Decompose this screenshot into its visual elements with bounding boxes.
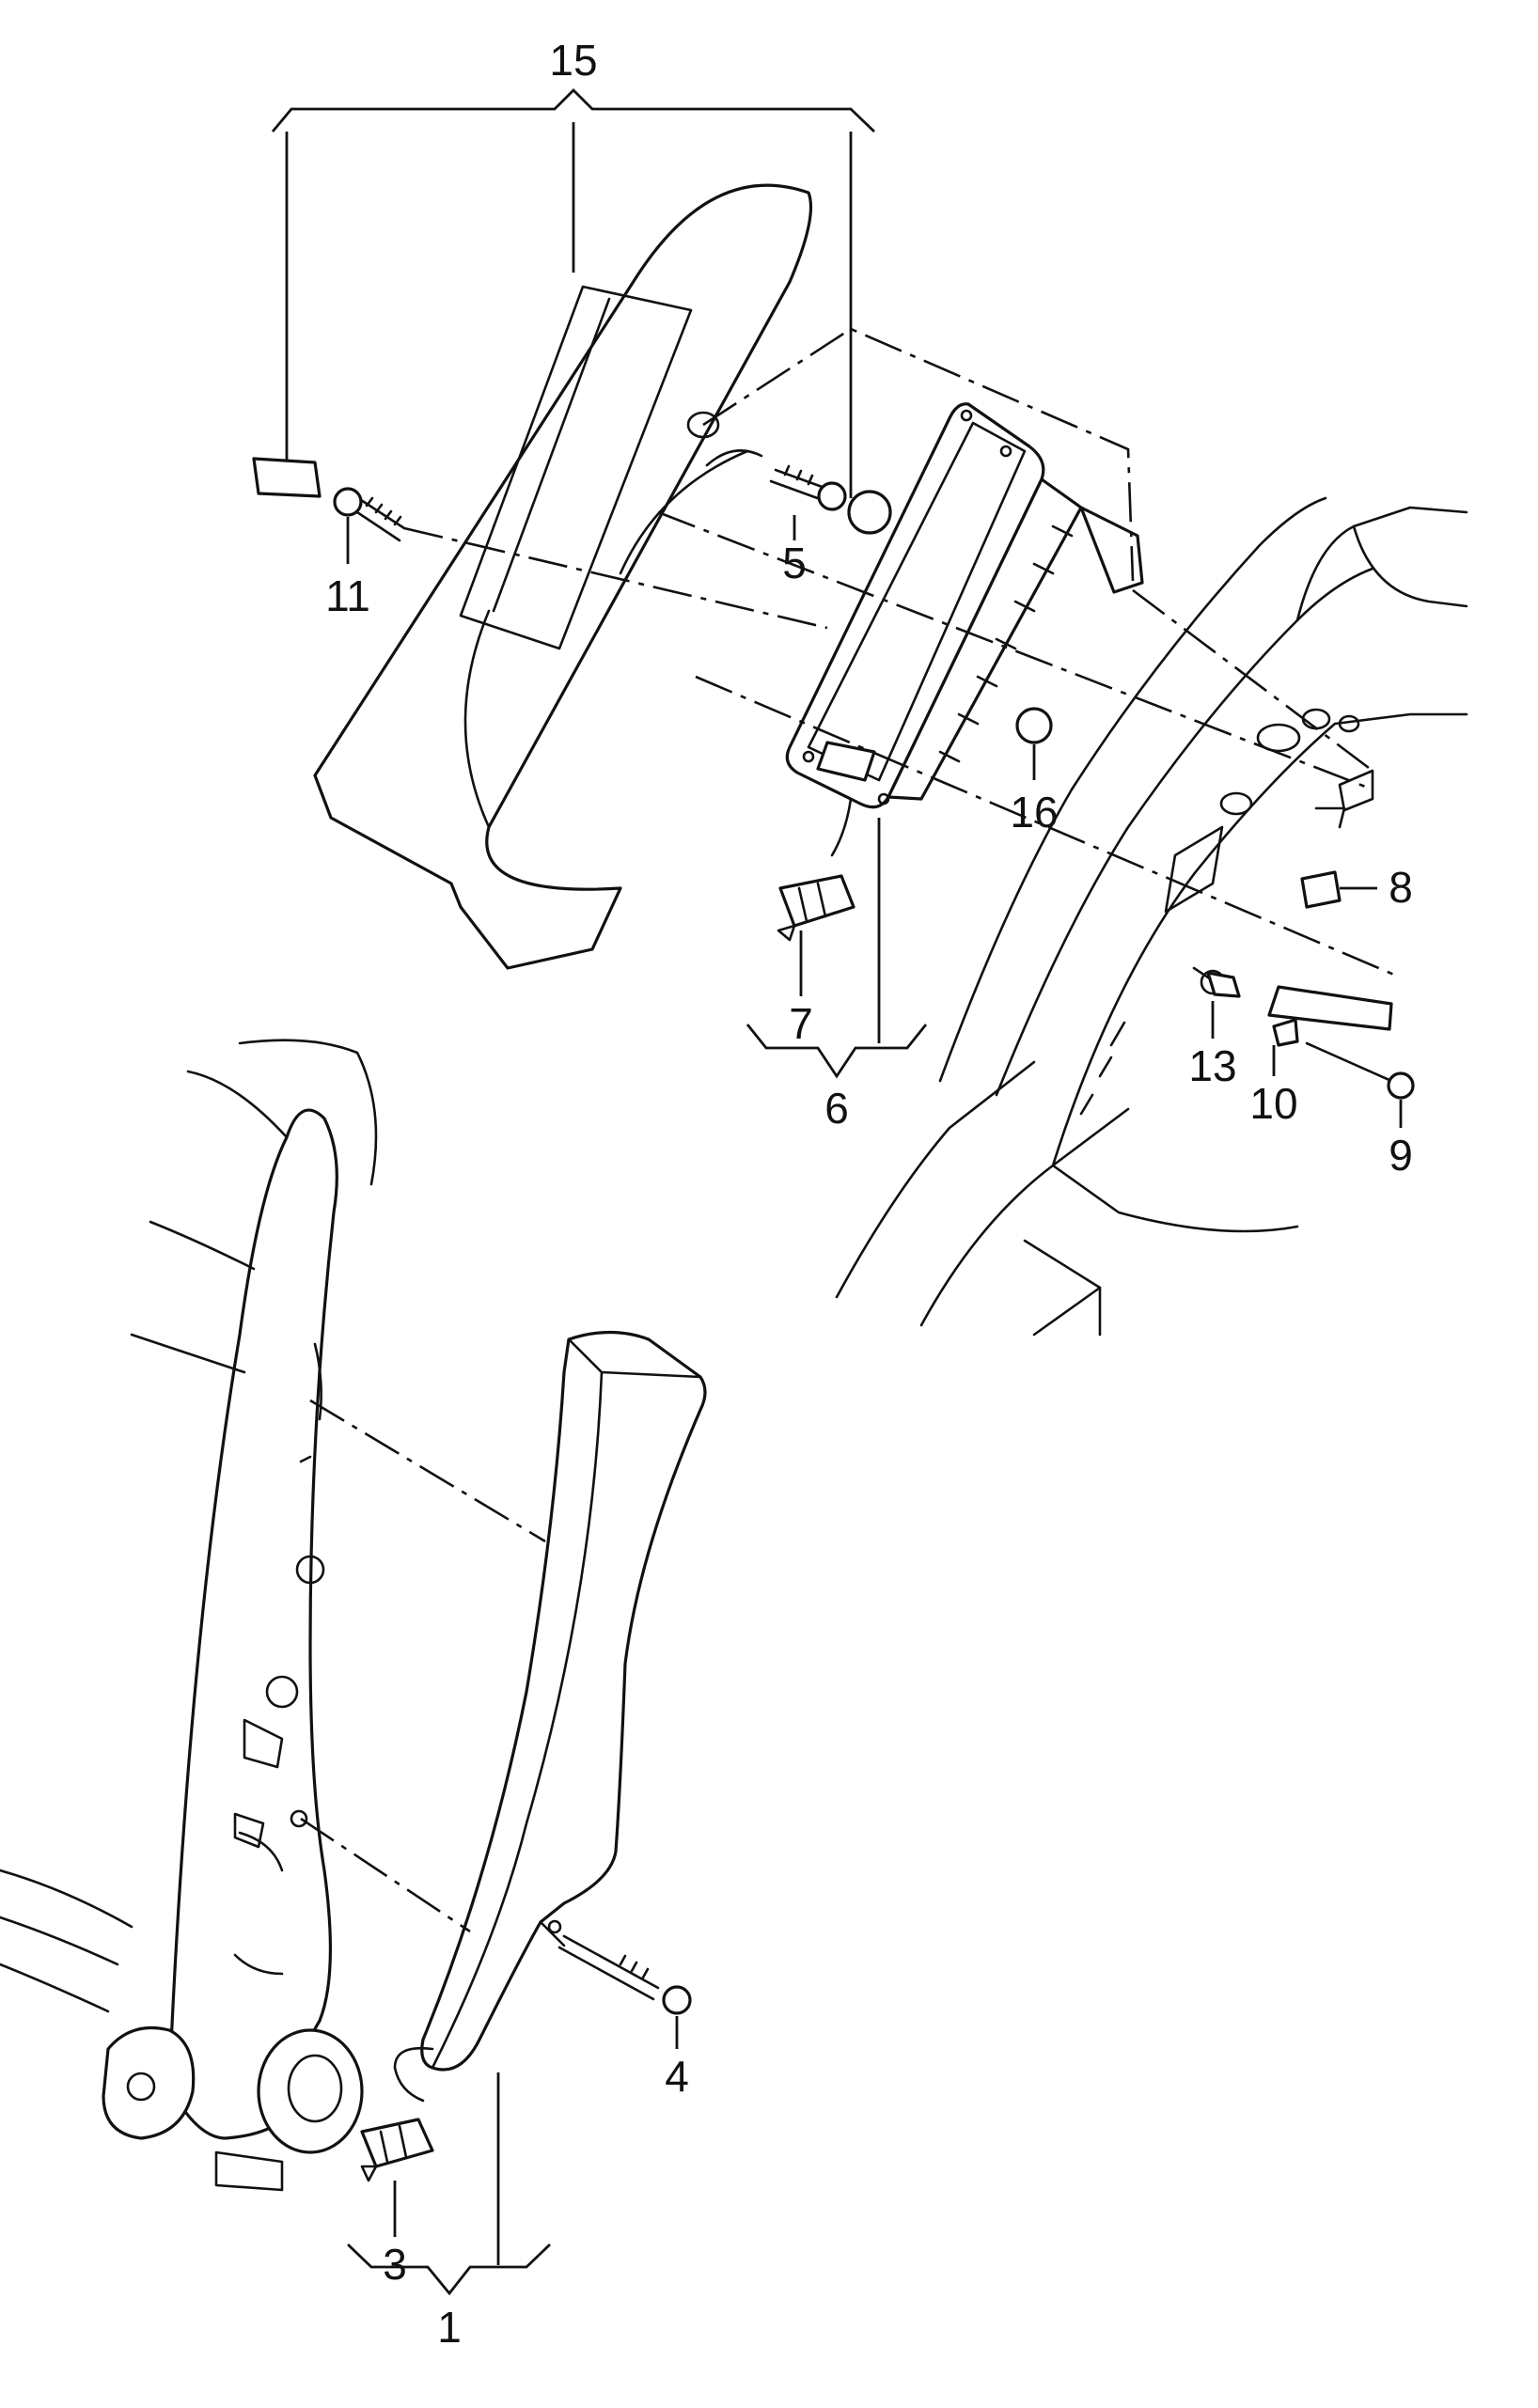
bolt-4	[557, 1934, 692, 2015]
retaining-bracket	[1192, 966, 1393, 1031]
clip-8	[1300, 870, 1342, 909]
cap-plug	[252, 457, 322, 498]
callout-15: 15	[549, 36, 597, 85]
backrest-cover	[313, 183, 813, 970]
callout-16: 16	[1010, 788, 1058, 837]
connector-3	[360, 2118, 434, 2182]
callout-7: 7	[789, 999, 813, 1048]
clip-10	[1272, 1018, 1299, 1047]
callout-9: 9	[1389, 1131, 1413, 1180]
body-pillar	[835, 496, 1468, 1337]
bolt-5	[769, 464, 847, 511]
callout-13: 13	[1188, 1041, 1236, 1090]
assembly-lines-lower	[300, 1399, 546, 1933]
washer-16	[1015, 707, 1053, 744]
connector-7	[777, 874, 855, 942]
callout-3: 3	[383, 2240, 407, 2289]
leaders-lower	[347, 2016, 679, 2296]
callout-5: 5	[782, 539, 807, 587]
nut-13	[1206, 971, 1241, 998]
callout-4: 4	[665, 2052, 689, 2101]
airbag-module	[785, 402, 1144, 857]
callout-6: 6	[824, 1084, 849, 1133]
round-cap	[847, 490, 892, 535]
seat-frame	[0, 1039, 378, 2192]
bolt-11	[333, 487, 406, 542]
bolt-9	[1305, 1041, 1415, 1100]
callout-1: 1	[437, 2303, 462, 2352]
side-airbag	[393, 1330, 707, 2103]
callout-8: 8	[1389, 863, 1413, 912]
callout-10: 10	[1249, 1079, 1297, 1128]
callout-11: 11	[325, 571, 370, 620]
assembly-lines-upper	[403, 327, 1402, 979]
leaders-upper	[346, 515, 1403, 1128]
bracket-15	[271, 88, 875, 498]
